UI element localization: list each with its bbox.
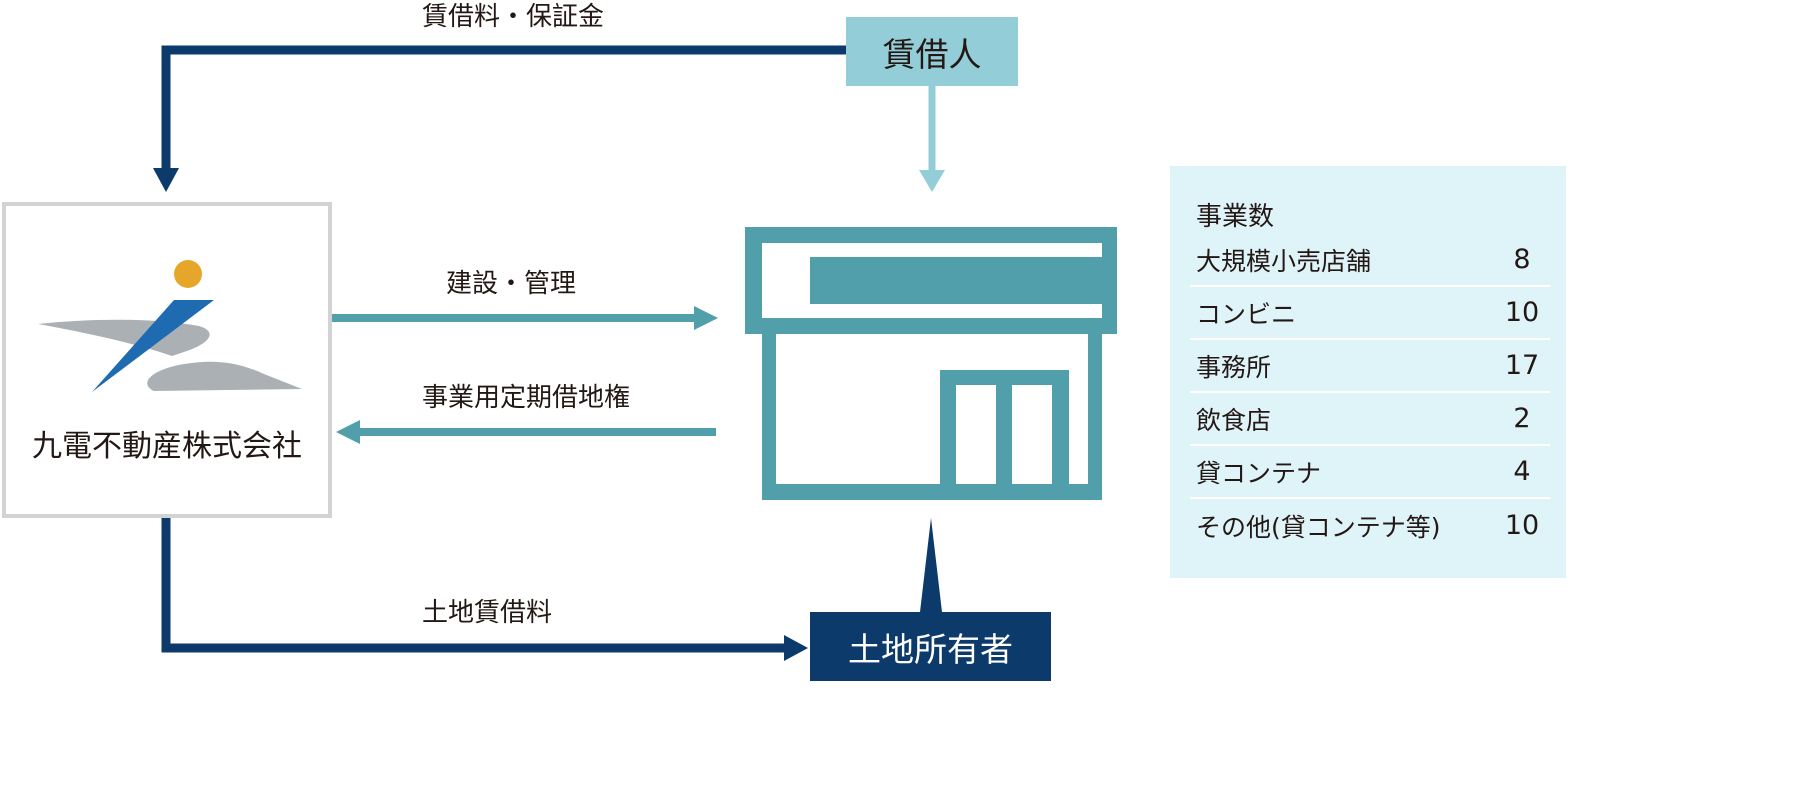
business-row-value: 10 (1504, 297, 1540, 328)
company-box: 九電不動産株式会社 (2, 202, 332, 518)
build-manage-label: 建設・管理 (446, 269, 577, 299)
rent-deposit-label: 賃借料・保証金 (422, 2, 605, 32)
business-row-label: コンビニ (1196, 299, 1297, 329)
store-sign-text: 24 (819, 252, 881, 315)
business-row-rental-container: 貸コンテナ 4 (1190, 446, 1550, 499)
tenant-label: 賃借人 (882, 34, 982, 74)
business-row-value: 2 (1513, 403, 1531, 434)
business-row-label: 事務所 (1196, 352, 1272, 382)
company-name: 九電不動産株式会社 (32, 429, 302, 464)
business-row-label: 飲食店 (1196, 405, 1272, 435)
owner-pointer (920, 518, 942, 612)
business-row-restaurant: 飲食店 2 (1190, 393, 1550, 446)
land-owner-box: 土地所有者 (810, 612, 1051, 681)
fixed-term-lease-arrow (336, 420, 716, 444)
business-row-value: 4 (1513, 456, 1531, 487)
fixed-term-lease-label: 事業用定期借地権 (422, 383, 631, 413)
tenant-box: 賃借人 (846, 17, 1018, 86)
business-row-large-retail: 大規模小売店舗 8 (1190, 234, 1550, 287)
rent-deposit-arrow (153, 45, 846, 192)
land-rent-label: 土地賃借料 (422, 598, 553, 628)
build-manage-arrow (330, 306, 718, 330)
business-row-label: その他(貸コンテナ等) (1196, 512, 1441, 542)
store-icon: 24 (745, 227, 1117, 500)
business-count-list: 大規模小売店舗 8 コンビニ 10 事務所 17 飲食店 2 貸コンテナ 4 そ… (1190, 234, 1550, 552)
land-rent-arrow (161, 514, 808, 661)
company-logo-icon (38, 260, 302, 392)
business-row-label: 貸コンテナ (1196, 458, 1322, 488)
business-row-value: 8 (1513, 244, 1531, 275)
tenant-to-store-arrow (919, 86, 945, 192)
business-row-office: 事務所 17 (1190, 340, 1550, 393)
business-count-title: 事業数 (1196, 202, 1275, 232)
business-row-value: 17 (1504, 350, 1540, 381)
land-owner-label: 土地所有者 (848, 629, 1013, 669)
business-row-label: 大規模小売店舗 (1196, 246, 1372, 276)
business-row-other: その他(貸コンテナ等) 10 (1190, 499, 1550, 552)
business-row-convenience-store: コンビニ 10 (1190, 287, 1550, 340)
business-row-value: 10 (1504, 510, 1540, 541)
business-count-panel: 事業数 大規模小売店舗 8 コンビニ 10 事務所 17 飲食店 2 貸コンテナ… (1170, 166, 1566, 578)
